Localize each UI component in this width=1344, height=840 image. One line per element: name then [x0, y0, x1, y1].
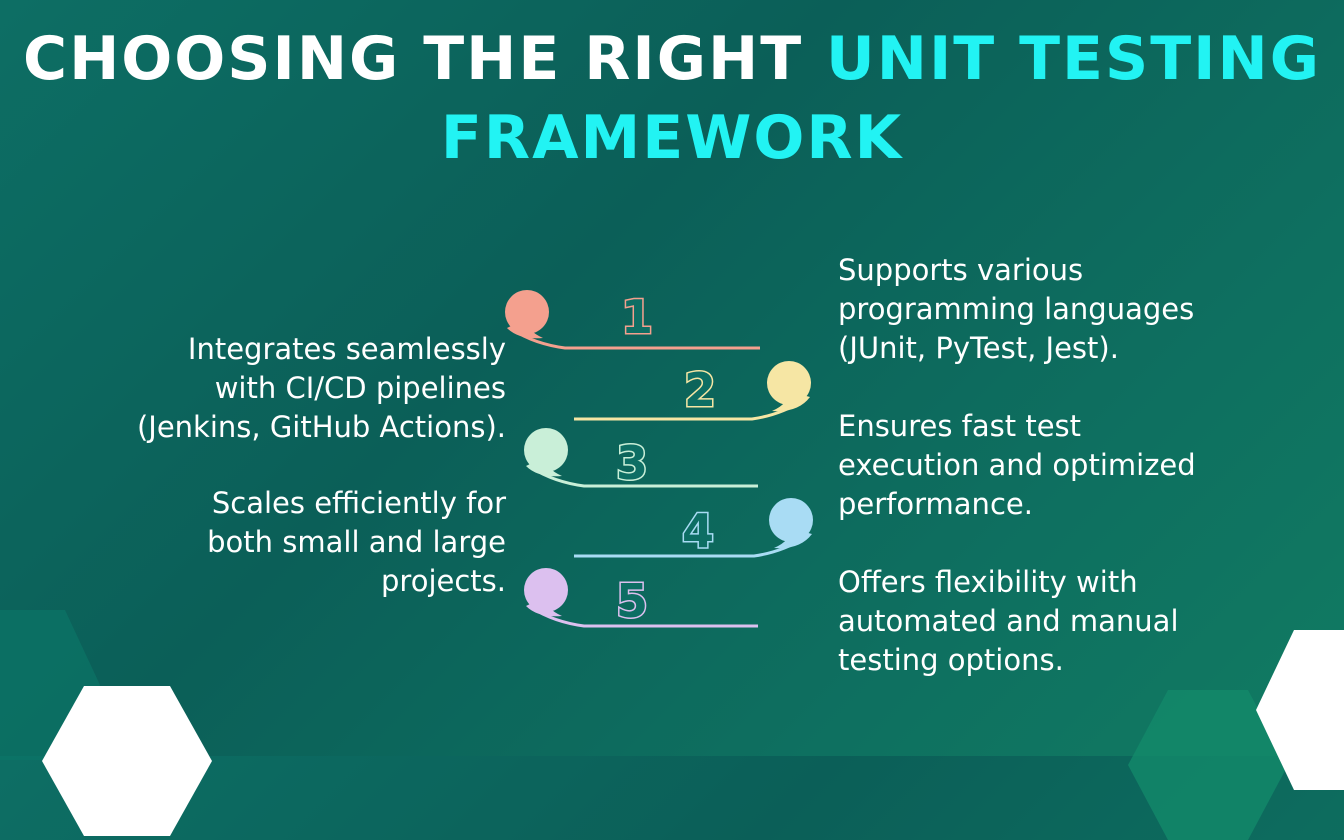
right-text-3-content: Offers flexibility with automated and ma… — [838, 565, 1179, 677]
step-5: 5 — [518, 568, 878, 648]
title-highlight-part: UNIT TESTING — [826, 24, 1321, 94]
page-title-line-1: CHOOSING THE RIGHT UNIT TESTING — [0, 24, 1344, 94]
step-3: 3 — [518, 428, 878, 508]
quote-mark-icon — [574, 361, 811, 421]
step-3-number: 3 — [614, 436, 649, 490]
step-5-number: 5 — [614, 574, 649, 628]
page-title-line-2: FRAMEWORK — [440, 103, 904, 173]
left-text-1-content: Integrates seamlessly with CI/CD pipelin… — [136, 332, 506, 444]
step-4: 4 — [572, 498, 932, 578]
right-text-1: Supports various programming languages (… — [838, 251, 1278, 368]
quote-mark-icon — [524, 428, 758, 488]
quote-mark-icon — [505, 290, 760, 350]
hexagon-shape-bottom-left — [42, 686, 212, 836]
quote-mark-icon — [524, 568, 758, 628]
quote-mark-icon — [574, 498, 813, 558]
left-text-2-content: Scales efficiently for both small and la… — [207, 486, 506, 598]
right-text-3: Offers flexibility with automated and ma… — [838, 563, 1278, 680]
left-text-1: Integrates seamlessly with CI/CD pipelin… — [66, 330, 506, 447]
hexagon-shape-bottom-right — [1256, 630, 1344, 790]
step-1: 1 — [495, 288, 855, 368]
step-1-number: 1 — [619, 290, 654, 344]
step-4-number: 4 — [680, 504, 715, 558]
right-text-1-content: Supports various programming languages (… — [838, 253, 1195, 365]
left-text-2: Scales efficiently for both small and la… — [66, 484, 506, 601]
right-text-2-content: Ensures fast test execution and optimize… — [838, 409, 1196, 521]
step-2-number: 2 — [682, 363, 717, 417]
step-2: 2 — [572, 361, 932, 441]
title-white-part: CHOOSING THE RIGHT — [23, 24, 827, 94]
right-text-2: Ensures fast test execution and optimize… — [838, 407, 1278, 524]
